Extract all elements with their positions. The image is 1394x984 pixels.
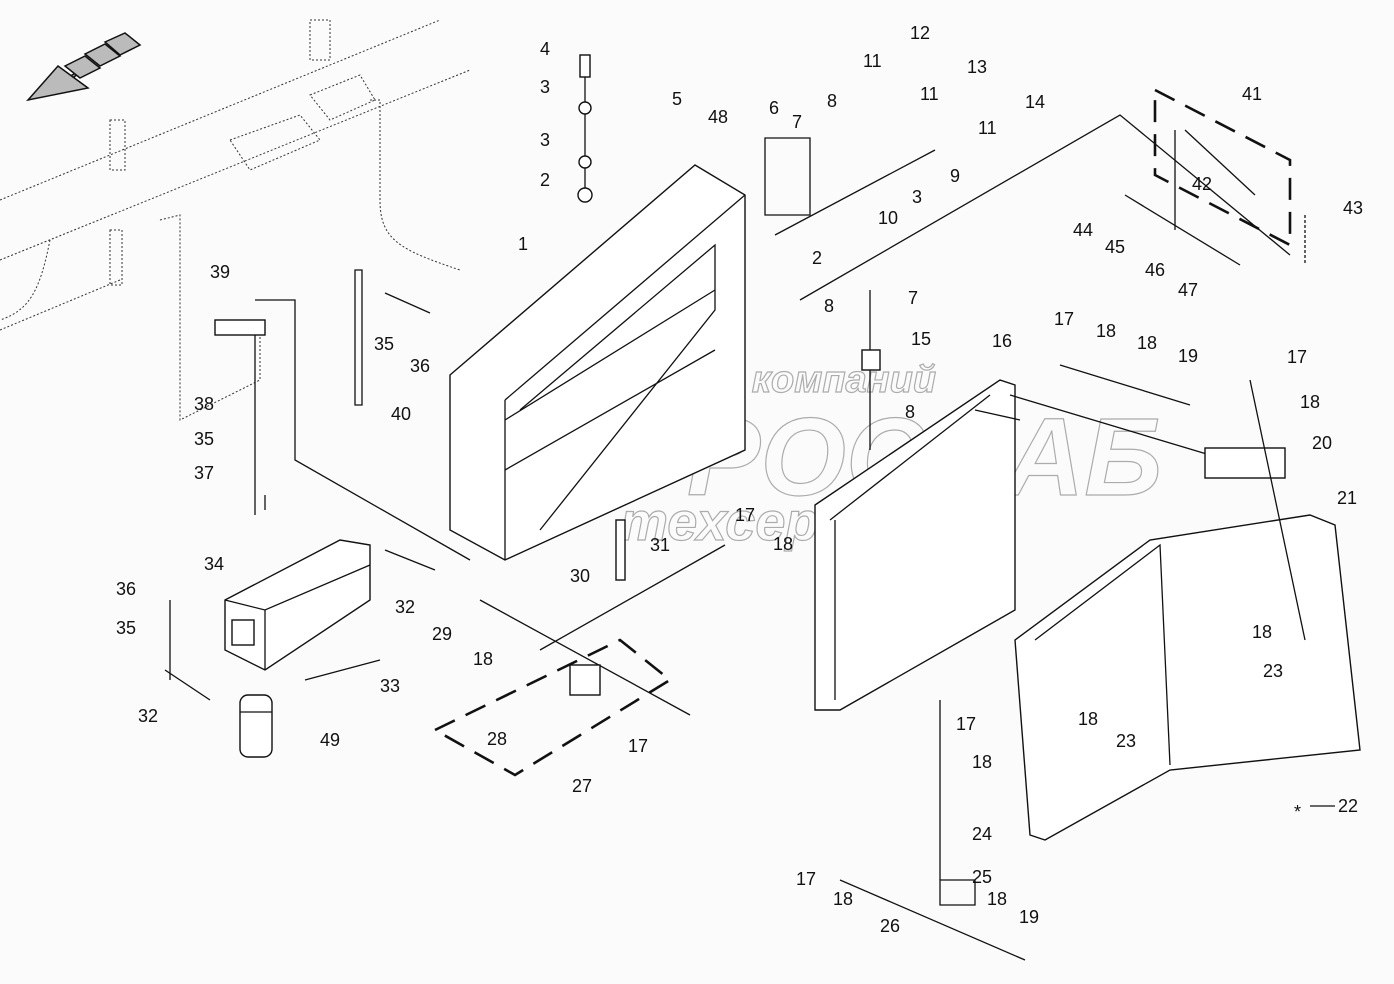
callout-2: 2 <box>540 170 550 190</box>
callout-43: 43 <box>1343 198 1363 218</box>
callout-36: 36 <box>410 356 430 376</box>
callout-35: 35 <box>374 334 394 354</box>
callout-18: 18 <box>972 752 992 772</box>
callout-18: 18 <box>773 534 793 554</box>
callout-1: 1 <box>518 234 528 254</box>
callout-18: 18 <box>833 889 853 909</box>
callout-25: 25 <box>972 867 992 887</box>
kit-41-frame <box>1153 87 1292 248</box>
callout-3: 3 <box>912 187 922 207</box>
callout-labels: 1 2 2 3 3 3 4 5 6 7 7 8 8 8 9 10 11 11 1… <box>116 23 1363 936</box>
callout-38: 38 <box>194 394 214 414</box>
callout-6: 6 <box>769 98 779 118</box>
callout-16: 16 <box>992 331 1012 351</box>
callout-37: 37 <box>194 463 214 483</box>
callout-19: 19 <box>1019 907 1039 927</box>
legend-label: 22 <box>1338 796 1358 816</box>
callout-7: 7 <box>792 112 802 132</box>
callout-17: 17 <box>796 869 816 889</box>
callout-4: 4 <box>540 39 550 59</box>
callout-40: 40 <box>391 404 411 424</box>
callout-28: 28 <box>487 729 507 749</box>
callout-34: 34 <box>204 554 224 574</box>
callout-8: 8 <box>905 402 915 422</box>
callout-11: 11 <box>863 51 882 71</box>
callout-18: 18 <box>1096 321 1116 341</box>
callout-15: 15 <box>911 329 931 349</box>
callout-17: 17 <box>1287 347 1307 367</box>
callout-23: 23 <box>1116 731 1136 751</box>
callout-21: 21 <box>1337 488 1357 508</box>
callout-35: 35 <box>194 429 214 449</box>
callout-44: 44 <box>1073 220 1093 240</box>
callout-20: 20 <box>1312 433 1332 453</box>
callout-5: 5 <box>672 89 682 109</box>
callout-31: 31 <box>650 535 670 555</box>
callout-24: 24 <box>972 824 992 844</box>
callout-46: 46 <box>1145 260 1165 280</box>
callout-8: 8 <box>824 296 834 316</box>
callout-23: 23 <box>1263 661 1283 681</box>
callout-18: 18 <box>987 889 1007 909</box>
callout-18: 18 <box>1078 709 1098 729</box>
machine-frame <box>0 19 471 421</box>
side-panel <box>814 379 1016 711</box>
legend-symbol: * <box>1294 802 1301 822</box>
callout-10: 10 <box>878 208 898 228</box>
callout-17: 17 <box>956 714 976 734</box>
callout-18: 18 <box>473 649 493 669</box>
callout-12: 12 <box>910 23 930 43</box>
callout-17: 17 <box>628 736 648 756</box>
callout-30: 30 <box>570 566 590 586</box>
callout-8: 8 <box>827 91 837 111</box>
callout-33: 33 <box>380 676 400 696</box>
callout-2: 2 <box>812 248 822 268</box>
callout-45: 45 <box>1105 237 1125 257</box>
kit-27-frame <box>432 638 673 777</box>
callout-32: 32 <box>138 706 158 726</box>
callout-32: 32 <box>395 597 415 617</box>
battery-box <box>449 164 746 561</box>
callout-13: 13 <box>967 57 987 77</box>
callout-29: 29 <box>432 624 452 644</box>
callout-3: 3 <box>540 77 550 97</box>
callout-42: 42 <box>1192 174 1212 194</box>
battery <box>224 539 371 671</box>
callout-27: 27 <box>572 776 592 796</box>
callout-35: 35 <box>116 618 136 638</box>
callout-18: 18 <box>1252 622 1272 642</box>
callout-26: 26 <box>880 916 900 936</box>
bottle <box>239 694 273 758</box>
callout-48: 48 <box>708 107 728 127</box>
callout-41: 41 <box>1242 84 1262 104</box>
callout-18: 18 <box>1137 333 1157 353</box>
cover <box>1014 514 1361 841</box>
callout-17: 17 <box>1054 309 1074 329</box>
callout-18: 18 <box>1300 392 1320 412</box>
callout-49: 49 <box>320 730 340 750</box>
callout-3: 3 <box>540 130 550 150</box>
callout-7: 7 <box>908 288 918 308</box>
direction-arrow-icon <box>25 32 142 102</box>
callout-9: 9 <box>950 166 960 186</box>
callout-39: 39 <box>210 262 230 282</box>
callout-47: 47 <box>1178 280 1198 300</box>
callout-14: 14 <box>1025 92 1045 112</box>
callout-11: 11 <box>978 118 997 138</box>
callout-36: 36 <box>116 579 136 599</box>
callout-19: 19 <box>1178 346 1198 366</box>
callout-11: 11 <box>920 84 939 104</box>
callout-17: 17 <box>735 505 755 525</box>
hardware <box>164 54 1306 961</box>
